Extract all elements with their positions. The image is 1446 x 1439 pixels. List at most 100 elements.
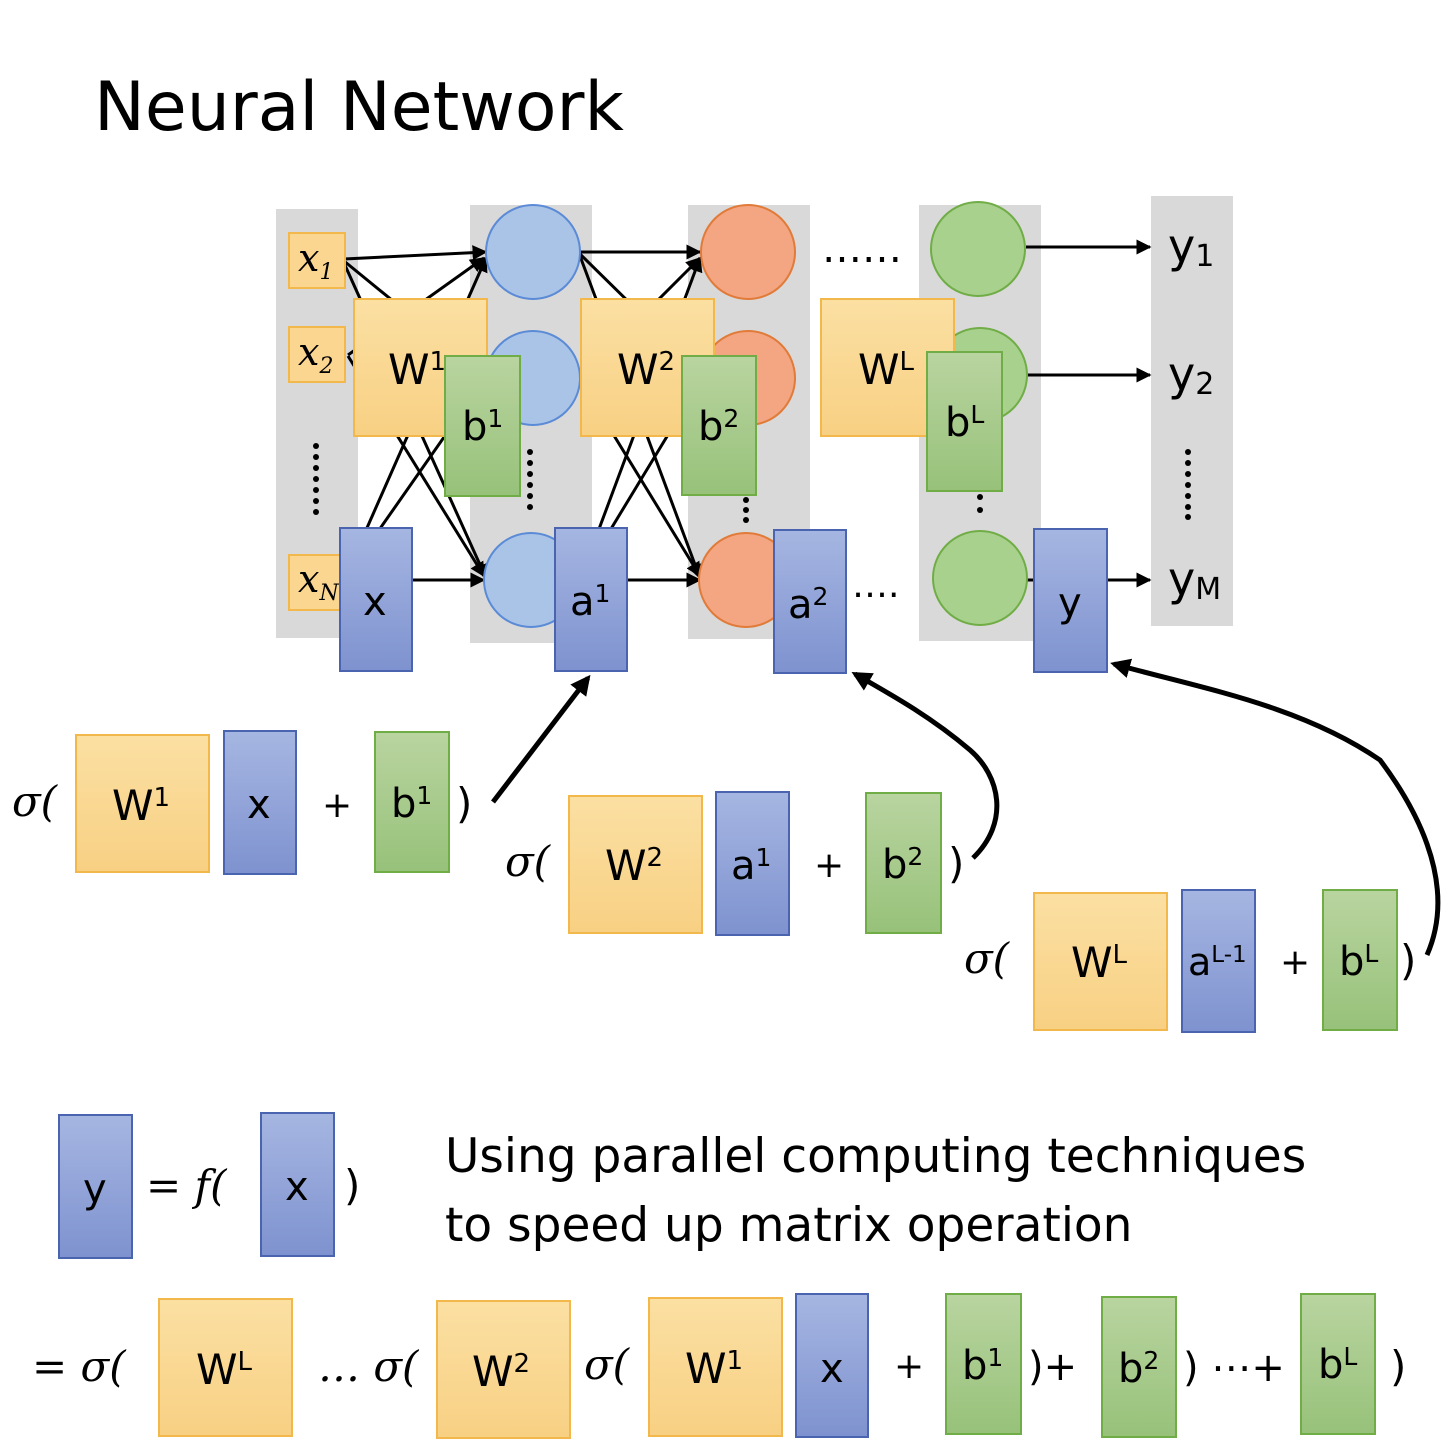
expanded-equation: = σ( WL … σ( W2 σ( W1 x + b1 )+ b2 ) ⋯+ …: [32, 1293, 1406, 1439]
bias-vector-bl: [1322, 889, 1398, 1031]
bias-vectors: b1 b2 bL: [444, 351, 1003, 497]
plus-sign: +: [894, 1346, 924, 1387]
arrow-to-a1: [491, 674, 591, 804]
plus-sign: +: [814, 845, 844, 886]
weight-label: W2: [617, 345, 675, 394]
activation-vector-a1: [554, 527, 628, 672]
bias-vector-b1: [945, 1293, 1022, 1435]
bias-label: b1: [962, 1343, 1003, 1389]
vector-label: x: [285, 1164, 309, 1210]
output-label: y2: [1168, 347, 1214, 402]
bias-vector-b2: [681, 355, 757, 496]
neuron-layer-1: [485, 204, 581, 300]
close-paren: ): [1390, 1342, 1406, 1391]
weight-label: WL: [1071, 938, 1128, 987]
weight-label: W2: [605, 841, 663, 890]
vector-label: y: [1058, 580, 1082, 626]
connection: [343, 245, 488, 261]
sigma-symbol: σ(: [584, 1340, 631, 1389]
bias-vector-b2: [865, 792, 942, 934]
plus-sign: +: [1280, 942, 1310, 983]
vector-label: x: [247, 782, 271, 828]
output-label: yM: [1168, 552, 1221, 607]
close-paren-plus: )+: [1028, 1344, 1077, 1390]
layer-gap-dots: ……: [822, 226, 902, 272]
neuron-layer-l: [930, 201, 1026, 297]
neuron-layer-l: [932, 530, 1028, 626]
output-vector-y: [58, 1114, 133, 1259]
bias-vector-b1: [444, 355, 521, 497]
input-label: x1: [298, 236, 333, 285]
output-vector-y: [1033, 528, 1108, 673]
bias-vector-bl: [926, 351, 1003, 492]
bias-vector-b1: [374, 731, 450, 873]
bias-label: b1: [391, 781, 432, 827]
bias-label: bL: [1318, 1342, 1357, 1388]
input-vector-x: [339, 527, 413, 672]
expansion-lead: = σ(: [32, 1342, 127, 1391]
input-box: [288, 232, 346, 289]
close-paren: ): [948, 839, 964, 888]
close-paren: ): [344, 1161, 360, 1210]
page-title: Neural Network: [94, 68, 624, 147]
layer-equation-2: σ( W2 a1 + b2 ): [505, 791, 964, 936]
sigma-symbol: σ(: [964, 934, 1011, 983]
input-label: xN: [298, 557, 339, 606]
activation-vector-a2: [773, 529, 847, 674]
input-box: [288, 554, 346, 611]
bias-label: bL: [1339, 939, 1378, 985]
weight-label: W2: [472, 1347, 530, 1396]
plus-sign: +: [322, 785, 352, 826]
vertical-ellipsis-icon: [527, 449, 983, 523]
arrow-to-y: [1110, 658, 1441, 957]
equation-arrows: [491, 658, 1441, 957]
weight-matrix-w1: [75, 734, 210, 873]
function-symbol: = f(: [146, 1161, 228, 1210]
output-layer-panel: [1151, 196, 1233, 626]
weight-matrix-wl: [158, 1298, 293, 1437]
bias-label: b1: [462, 404, 503, 450]
input-vector-x: [795, 1293, 869, 1438]
layer-equation-1: σ( W1 x + b1 ): [12, 730, 472, 875]
neurons: [483, 201, 1028, 628]
weight-matrix-w1: [648, 1297, 783, 1437]
bias-vector-bl: [1300, 1293, 1376, 1435]
bias-label: b2: [698, 404, 739, 450]
layer-equation-l: σ( WL aL-1 + bL ): [964, 889, 1416, 1033]
bias-label: b2: [882, 842, 923, 888]
close-paren-dots-plus: ) ⋯+: [1183, 1345, 1285, 1391]
arrow-to-a2: [851, 671, 1000, 860]
activation-vector-a-l-minus-1: [1181, 889, 1256, 1033]
vector-label: y: [83, 1166, 107, 1212]
weight-matrix-wl: [1033, 892, 1168, 1031]
vector-gap-dots: ….: [852, 565, 899, 606]
vertical-ellipsis-icon: [1185, 449, 1191, 520]
input-vector-x: [223, 730, 297, 875]
vector-label: a1: [570, 579, 610, 625]
bias-label: bL: [945, 400, 984, 446]
input-label: x2: [298, 330, 333, 379]
vector-label: x: [820, 1346, 844, 1392]
sigma-symbol: σ(: [12, 777, 59, 826]
input-vector-x: [260, 1112, 335, 1257]
bias-vector-b2: [1101, 1296, 1177, 1438]
close-paren: ): [1400, 936, 1416, 985]
input-box: [288, 326, 346, 383]
weight-label: W1: [388, 345, 446, 394]
dots-sigma: … σ(: [318, 1342, 420, 1391]
sigma-symbol: σ(: [505, 837, 552, 886]
neuron-layer-2: [700, 204, 796, 300]
note-line-1: Using parallel computing techniques: [445, 1129, 1306, 1184]
output-label: y1: [1168, 219, 1214, 274]
activation-vector-a1: [715, 791, 790, 936]
vertical-ellipsis-icon: [313, 443, 319, 515]
weight-matrix-w2: [568, 795, 703, 934]
activation-vectors: x a1 a2 y: [339, 527, 1108, 674]
function-equation: y = f( x ): [58, 1112, 360, 1259]
output-labels: y1 y2 yM: [1168, 219, 1221, 607]
weight-matrix-w2: [436, 1300, 571, 1439]
vector-label: a1: [731, 843, 771, 889]
input-nodes: x1 x2 xN: [288, 232, 346, 611]
